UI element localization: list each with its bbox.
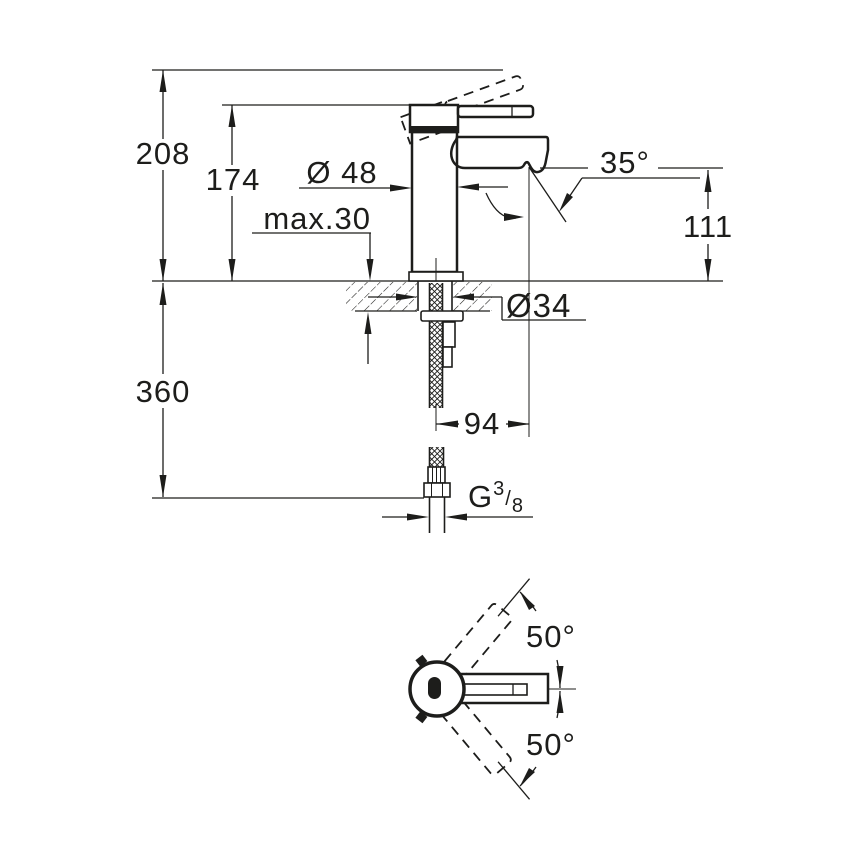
dim-swivel-upper-label: 50° [526,619,576,654]
dim-swivel-lower: 50° [519,690,576,787]
arrowhead-up [704,170,712,192]
arrowhead-up [228,105,236,127]
hose-connector-lower [442,346,453,368]
dim-spout-angle-label: 35° [600,145,650,180]
arrowhead-left [445,513,467,521]
arrowhead-left [436,420,458,428]
arrowhead-right [407,513,429,521]
dim-body-diameter: Ø 48 [299,155,508,192]
faucet-side-view [408,103,550,282]
hose-connector-upper [442,321,456,348]
dim-thread-size-label: G3/8 [468,478,524,517]
dim-spout-outlet-height-label: 111 [683,209,733,244]
arrowhead-left [452,293,474,301]
dim-thread-size: G3/8 [382,478,533,521]
handle-swivel-up-dashed [442,578,531,680]
dim-swivel-lower-label: 50° [526,727,576,762]
hose-lower-segment [429,447,444,467]
arrowhead-up [159,283,167,305]
plan-spout-slot [428,677,441,699]
arrowhead-down [159,259,167,281]
arrowhead-left [457,183,479,191]
spout [449,135,550,174]
arrowhead-right [390,184,412,192]
dim-length-below-deck: 360 [136,283,191,497]
arrowhead-to-centerline [556,691,564,713]
thread-numerator: 3 [493,478,505,500]
angle-leg-up [497,578,531,617]
angle-leg-down [497,761,531,800]
flow-arrowhead [504,213,524,221]
dim-length-below-deck-label: 360 [136,374,191,409]
dim-spout-angle: 35° [485,145,723,437]
dim-spout-projection-label: 94 [464,406,500,441]
stream-direction-line [528,166,567,223]
dim-body-diameter-label: Ø 48 [306,155,377,190]
plan-handle-inner [460,683,528,696]
arrowhead-right [396,293,418,301]
dim-spout-outlet-height: 111 [683,170,733,281]
braided-hose [429,283,443,408]
thread-slash: / [505,488,512,510]
arrowhead-down [159,475,167,497]
dim-swivel-upper: 50° [519,591,576,689]
plan-nub-lower [415,711,428,724]
mounting-washer [420,310,464,322]
faucet-top-view [408,578,576,800]
dim-mounting-hole-label: Ø34 [506,287,571,324]
flow-arc [485,192,517,219]
arrowhead-up [159,70,167,92]
mounting-and-hose [417,281,464,533]
arrowhead-to-leg [520,592,535,610]
arrowhead-to-leg [520,768,535,786]
cartridge-band [410,126,458,132]
dim-height-to-spout: 174 [206,105,261,281]
dim-max-deck-thickness: max.30 [252,201,374,364]
thread-g: G [468,479,493,514]
plan-nub-upper [415,654,428,667]
dim-spout-projection: 94 [436,406,530,441]
dim-max-deck-thickness-label: max.30 [263,201,371,236]
arrowhead-down [228,259,236,281]
dim-height-to-spout-label: 174 [206,162,261,197]
lever-handle [456,104,535,119]
dim-mounting-hole: Ø34 [368,287,586,324]
arrowhead-to-centerline [556,666,564,688]
arrowhead-down [366,259,374,281]
arrowhead-right [508,420,530,428]
arrowhead-down [704,259,712,281]
arrowhead-up [364,312,372,334]
thread-denominator: 8 [512,495,524,517]
dim-total-height-label: 208 [136,136,191,171]
hex-fitting [423,482,451,498]
dim-total-height: 208 [136,70,191,281]
leader-arrowhead [559,193,573,212]
handle-swivel-down-dashed [441,698,531,800]
